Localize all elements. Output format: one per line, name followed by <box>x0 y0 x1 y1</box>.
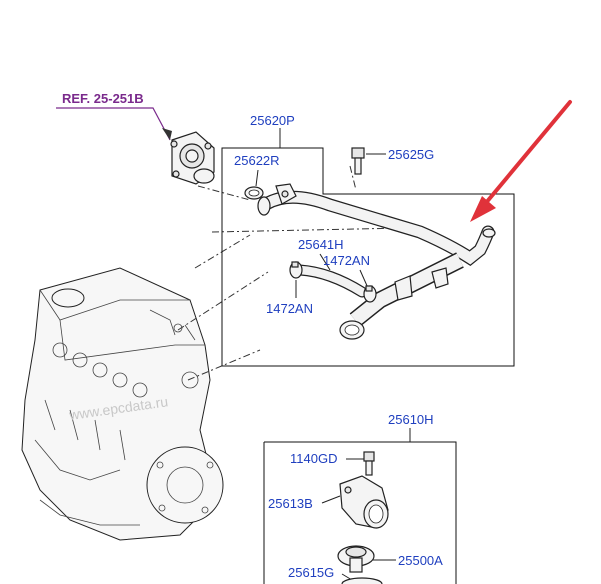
label-1472AN-lower: 1472AN <box>266 301 313 316</box>
bolt-part-lower <box>363 451 375 476</box>
bottom-assembly-box <box>263 428 457 584</box>
engine-block <box>21 267 224 541</box>
label-25500A: 25500A <box>398 553 443 568</box>
top-assembly-box <box>221 128 515 367</box>
ref-label: REF. 25-251B <box>62 91 144 106</box>
label-25615G: 25615G <box>288 565 334 580</box>
label-25613B: 25613B <box>268 496 313 511</box>
thermostat-part <box>337 545 375 573</box>
hose-part <box>294 264 368 298</box>
gasket-part <box>341 577 383 584</box>
clamp-part-upper <box>363 285 377 303</box>
label-25610H: 25610H <box>388 412 434 427</box>
water-pipe-part <box>257 183 496 340</box>
clamp-part-lower <box>289 261 303 279</box>
red-pointer-arrow <box>470 100 572 222</box>
label-1472AN-upper: 1472AN <box>323 253 370 268</box>
thermostat-housing-ref <box>170 131 215 185</box>
label-25625G: 25625G <box>388 147 434 162</box>
label-1140GD: 1140GD <box>290 451 337 466</box>
ref-leader-arrowhead <box>162 128 172 140</box>
label-25622R: 25622R <box>234 153 280 168</box>
bolt-part <box>351 147 365 175</box>
label-25641H: 25641H <box>298 237 344 252</box>
thermostat-cover-part <box>339 475 389 529</box>
label-25620P: 25620P <box>250 113 295 128</box>
ref-leader <box>56 107 171 141</box>
